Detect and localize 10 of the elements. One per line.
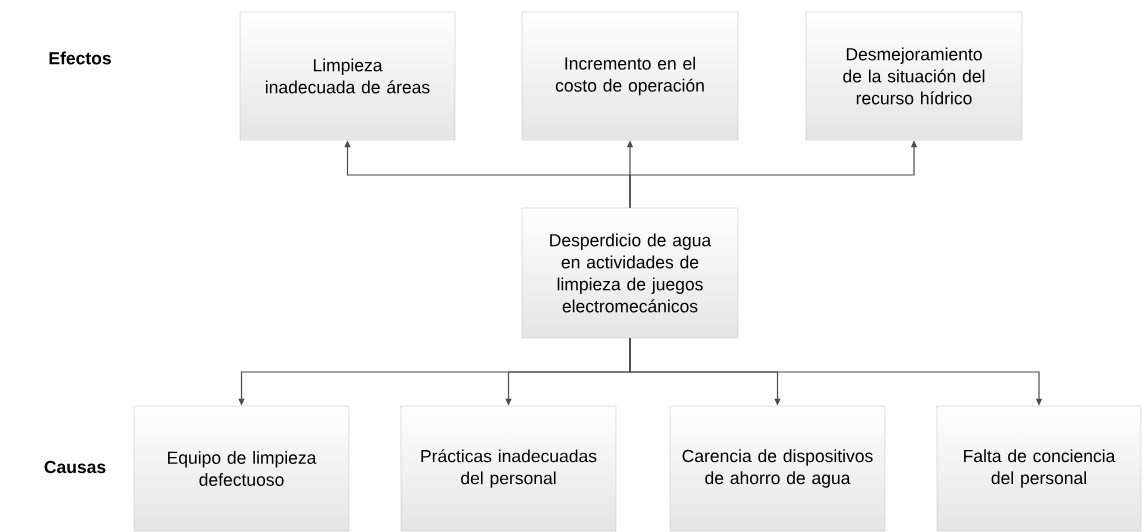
problem-box: Desperdicio de agua en actividades de limpieza de juegos electromecánicos — [521, 207, 739, 339]
cause-box: Equipo de limpieza defectuoso — [133, 405, 350, 532]
row-label: Efectos — [49, 51, 111, 65]
row-label: Causas — [44, 460, 106, 474]
effect-box: Limpieza inadecuada de áreas — [239, 11, 456, 141]
effect-box: Desmejoramiento de la situación del recurso hídrico — [805, 11, 1023, 141]
cause-box: Prácticas inadecuadas del personal — [400, 405, 617, 532]
effect-box: Incremento en el costo de operación — [521, 11, 739, 141]
cause-box: Falta de conciencia del personal — [936, 405, 1142, 532]
cause-box: Carencia de dispositivos de ahorro de agua — [669, 405, 886, 532]
